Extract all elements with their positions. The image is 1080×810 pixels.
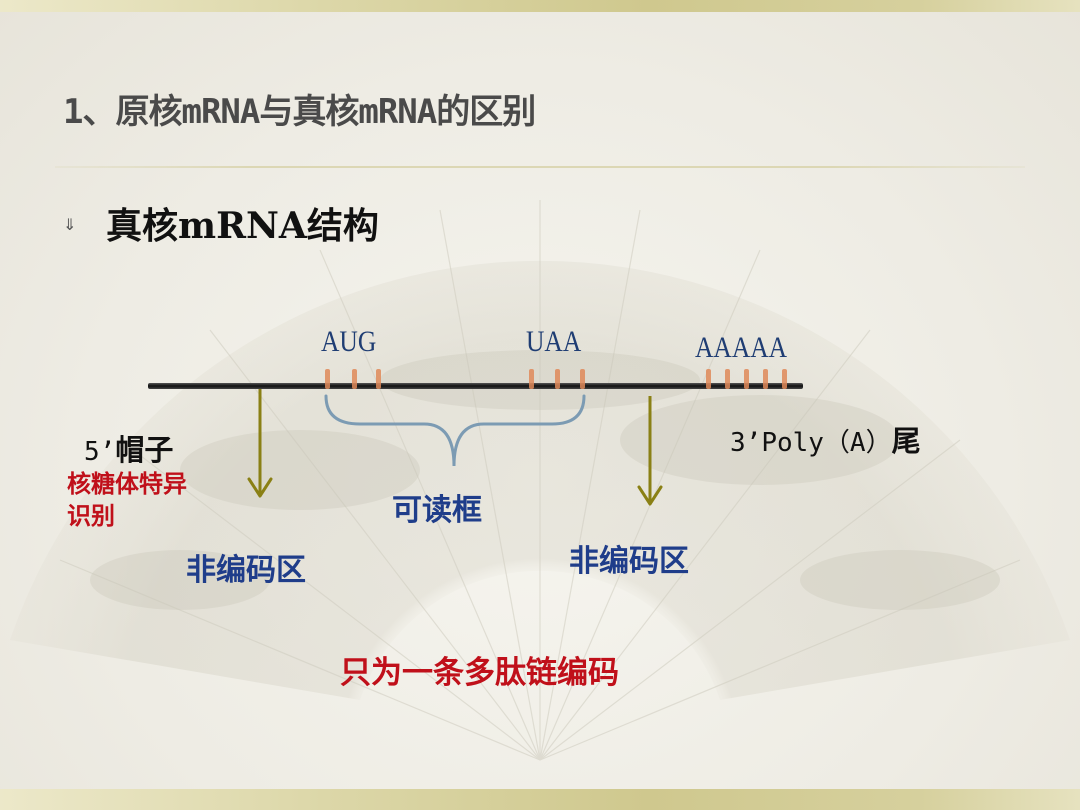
mrna-strand <box>148 383 803 389</box>
ribosome-note-line1: 核糖体特异 <box>67 470 187 498</box>
ribosome-recognition-note: 核糖体特异 识别 <box>67 468 187 532</box>
poly-a-text: Poly（A） <box>761 428 892 458</box>
slide-title: 1、原核mRNA与真核mRNA的区别 <box>63 92 536 132</box>
start-codon-label: AUG <box>321 325 377 358</box>
left-noncoding-arrow <box>247 389 273 498</box>
section-heading: 真核mRNA结构 <box>106 205 379 247</box>
stop-codon-label: UAA <box>526 325 582 358</box>
tail-text: 尾 <box>891 424 921 458</box>
bottom-decorative-band <box>0 789 1080 810</box>
polya-tail-ticks <box>706 369 787 389</box>
polya-label: AAAAA <box>695 331 788 364</box>
start-codon-ticks <box>325 369 381 389</box>
right-noncoding-label: 非编码区 <box>569 544 689 579</box>
three-prime-symbol: 3’ <box>730 428 762 458</box>
five-prime-symbol: 5’ <box>84 437 116 467</box>
down-arrow-icon: ⇓ <box>63 215 77 234</box>
three-prime-tail-label: 3’Poly（A）尾 <box>730 418 921 460</box>
orf-brace <box>324 394 586 467</box>
stop-codon-ticks <box>529 369 585 389</box>
cap-text: 帽子 <box>115 433 174 467</box>
left-noncoding-label: 非编码区 <box>186 553 306 588</box>
orf-label: 可读框 <box>392 493 482 528</box>
title-divider <box>55 166 1025 168</box>
ribosome-note-line2: 识别 <box>67 502 115 530</box>
five-prime-cap-label: 5’帽子 <box>84 427 173 469</box>
top-decorative-band <box>0 0 1080 12</box>
conclusion-text: 只为一条多肽链编码 <box>340 655 619 691</box>
right-noncoding-arrow <box>637 396 663 506</box>
